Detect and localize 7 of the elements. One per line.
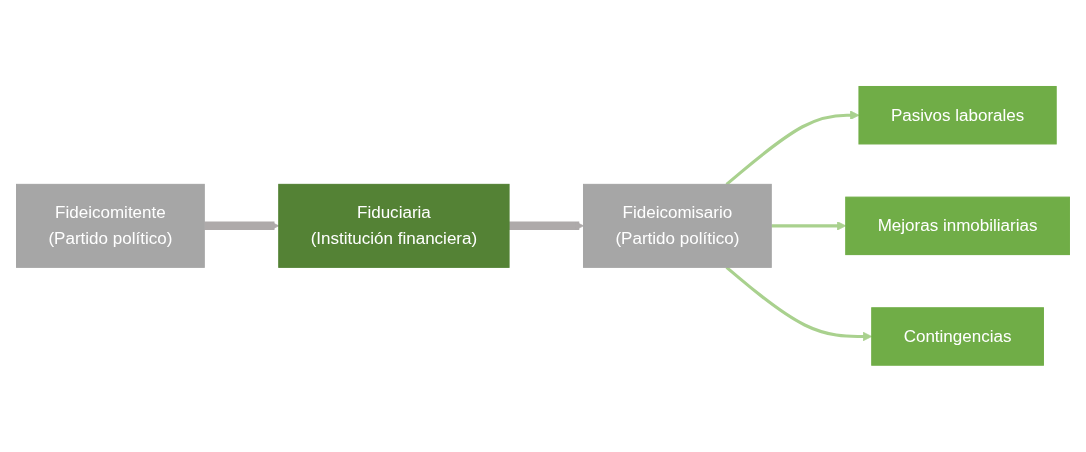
- node-box: Mejoras inmobiliarias: [845, 196, 1070, 256]
- node-box: Fideicomisario (Partido político): [583, 184, 772, 268]
- node-box: Pasivos laborales: [858, 86, 1057, 145]
- node-box: Fideicomitente (Partido político): [16, 184, 205, 268]
- node-box: Fiduciaria (Institución financiera): [278, 184, 510, 268]
- node-box: Contingencias: [871, 307, 1044, 366]
- arrow: [509, 221, 584, 231]
